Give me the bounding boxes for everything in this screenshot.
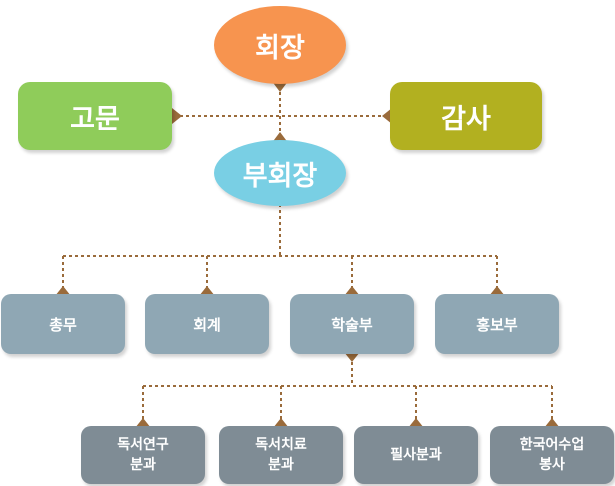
pointer-dept-4 xyxy=(489,286,505,296)
subdivision-korean-volunteer: 한국어수업 봉사 xyxy=(490,426,614,484)
vice-president-label: 부회장 xyxy=(242,160,318,192)
subdivision-label: 독서치료 분과 xyxy=(255,437,307,473)
auditor-label: 감사 xyxy=(441,103,491,135)
pointer-dept-1 xyxy=(55,286,71,296)
department-academic: 학술부 xyxy=(290,294,414,354)
department-accounting: 회계 xyxy=(145,294,269,354)
subdivision-reading-therapy: 독서치료 분과 xyxy=(219,426,343,484)
pointer-dept-3 xyxy=(344,286,360,296)
pointer-sub-3 xyxy=(408,418,424,428)
subdivision-label: 한국어수업 봉사 xyxy=(519,437,585,473)
pointer-left-box xyxy=(172,108,182,124)
department-label: 학술부 xyxy=(331,315,373,334)
pointer-sub-4 xyxy=(544,418,560,428)
president-label: 회장 xyxy=(255,32,305,64)
pointer-dept-2 xyxy=(199,286,215,296)
subdivision-reading-research: 독서연구 분과 xyxy=(81,426,205,484)
vice-president-node: 부회장 xyxy=(214,140,346,206)
pointer-sub-1 xyxy=(135,418,151,428)
department-label: 홍보부 xyxy=(476,315,518,334)
auditor-node: 감사 xyxy=(390,82,542,150)
president-node: 회장 xyxy=(214,6,346,84)
subdivision-transcription: 필사분과 xyxy=(354,426,478,484)
pointer-dept-3-bottom xyxy=(344,352,360,362)
pointer-right-box xyxy=(382,108,392,124)
pointer-sub-2 xyxy=(273,418,289,428)
department-general-affairs: 총무 xyxy=(1,294,125,354)
department-publicity: 홍보부 xyxy=(435,294,559,354)
advisor-node: 고문 xyxy=(18,82,172,150)
department-label: 회계 xyxy=(193,315,221,334)
department-label: 총무 xyxy=(49,315,77,334)
subdivision-label: 독서연구 분과 xyxy=(117,437,169,473)
advisor-label: 고문 xyxy=(70,103,120,135)
subdivision-label: 필사분과 xyxy=(390,447,442,463)
